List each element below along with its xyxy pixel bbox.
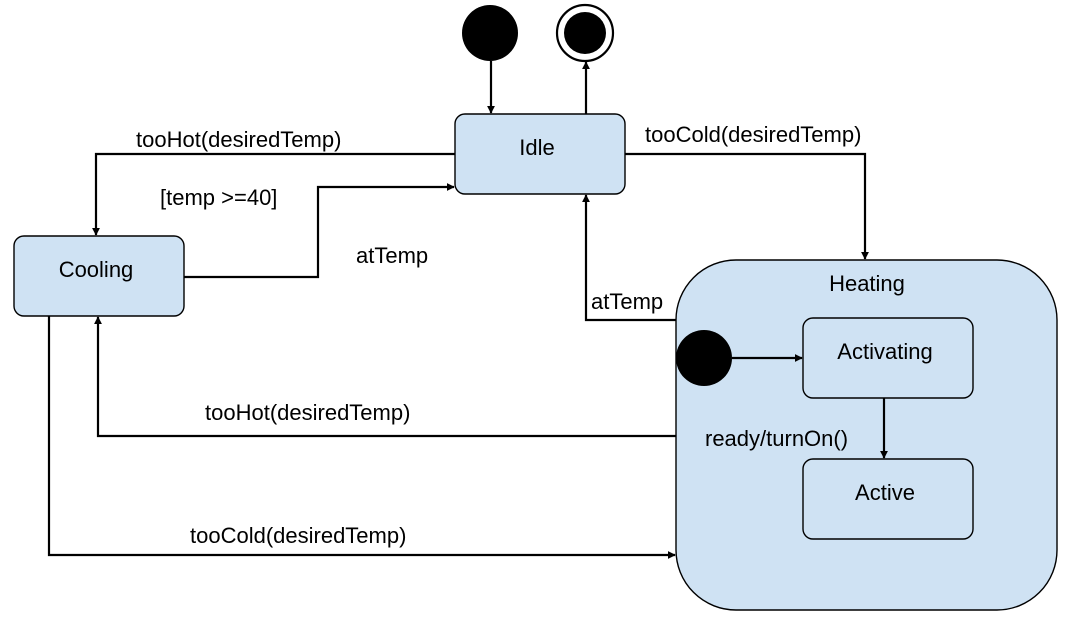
idle-to-cooling-edge [92, 152, 455, 236]
heating-to-idle-label: atTemp [591, 289, 663, 314]
heating-initial-node [676, 330, 732, 386]
active-state-label: Active [855, 480, 915, 505]
active-state[interactable] [802, 458, 974, 540]
activating-to-active-label: ready/turnOn() [705, 426, 848, 451]
idle-to-heating-edge [625, 152, 869, 260]
heating-to-idle-label-bg [588, 287, 674, 313]
cooling-to-heating-edge [47, 316, 676, 559]
idle-state-label: Idle [519, 135, 554, 160]
cooling-guard-label: [temp >=40] [160, 185, 277, 210]
initial-node [462, 5, 518, 61]
heating-state-label: Heating [829, 271, 905, 296]
activating-state[interactable] [802, 317, 974, 399]
idle-to-heating-label: tooCold(desiredTemp) [645, 122, 861, 147]
final-node [564, 12, 606, 54]
cooling-to-idle-label: atTemp [356, 243, 428, 268]
cooling-to-heating-label: tooCold(desiredTemp) [190, 523, 406, 548]
idle-to-cooling-label: tooHot(desiredTemp) [136, 127, 341, 152]
heating-to-cooling-edge [94, 316, 676, 438]
activating-state-label: Activating [837, 339, 932, 364]
heating-to-idle-edge [582, 194, 676, 322]
heating-to-cooling-label: tooHot(desiredTemp) [205, 400, 410, 425]
cooling-to-idle-edge [184, 183, 455, 279]
cooling-state-label: Cooling [59, 257, 134, 282]
